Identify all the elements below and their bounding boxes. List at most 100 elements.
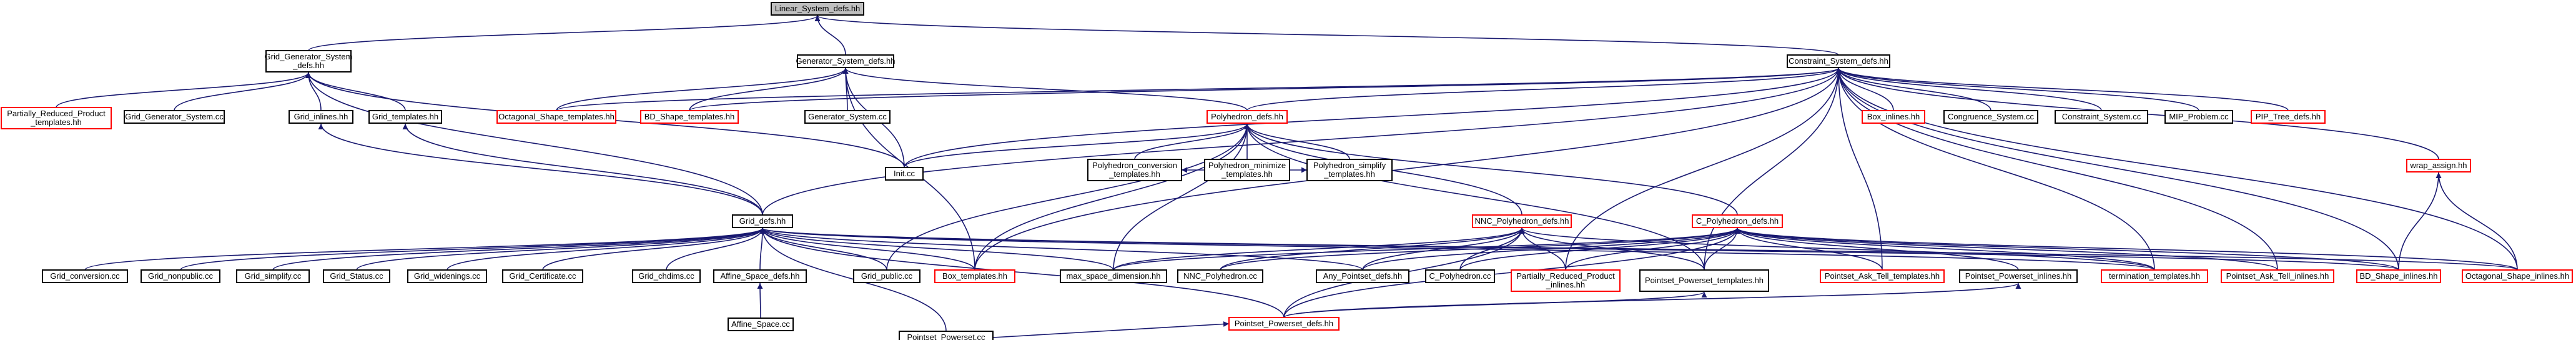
- node-octagonal-shape-templates[interactable]: Octagonal_Shape_templates.hh: [496, 110, 616, 124]
- node-polyhedron-simplify-templates[interactable]: Polyhedron_simplify_templates.hh: [1306, 159, 1393, 181]
- node-label: Grid_Generator_System: [265, 52, 353, 61]
- node-pointset-powerset-templates[interactable]: Pointset_Powerset_templates.hh: [1639, 269, 1769, 292]
- edge-polyhedron-defs-to-constraint-system-defs: [1246, 68, 1842, 111]
- edge-grid-generator-system-defs-to-linear-system-defs: [308, 15, 821, 51]
- node-generator-system-cc[interactable]: Generator_System.cc: [804, 110, 891, 124]
- node-box: [1060, 269, 1167, 283]
- edge-congruence-system-cc-to-constraint-system-defs: [1835, 68, 1991, 111]
- node-max-space-dimension[interactable]: max_space_dimension.hh: [1060, 269, 1167, 283]
- node-partially-reduced-product-inlines[interactable]: Partially_Reduced_Product_inlines.hh: [1511, 269, 1621, 292]
- node-linear-system-defs[interactable]: Linear_System_defs.hh: [771, 2, 864, 16]
- edge-grid-generator-system-cc-to-grid-generator-system-defs: [174, 72, 312, 111]
- node-box: [934, 269, 1015, 283]
- node-grid-defs[interactable]: Grid_defs.hh: [732, 214, 793, 228]
- node-affine-space-cc[interactable]: Affine_Space.cc: [728, 318, 794, 331]
- node-pointset-ask-tell-inlines[interactable]: Pointset_Ask_Tell_inlines.hh: [2221, 269, 2334, 283]
- node-label: Octagonal_Shape_templates.hh: [498, 112, 614, 121]
- node-init-cc[interactable]: Init.cc: [885, 167, 924, 181]
- node-label: Pointset_Powerset_inlines.hh: [1965, 271, 2072, 281]
- edge-mip-problem-cc-to-constraint-system-defs: [1835, 68, 2199, 111]
- edge-grid-public-cc-to-grid-defs: [759, 228, 887, 271]
- node-nnc-polyhedron-defs[interactable]: NNC_Polyhedron_defs.hh: [1472, 214, 1572, 228]
- node-box: [1959, 269, 2078, 283]
- node-box: [804, 110, 891, 124]
- node-pointset-ask-tell-templates[interactable]: Pointset_Ask_Tell_templates.hh: [1820, 269, 1945, 283]
- node-bd-shape-templates[interactable]: BD_Shape_templates.hh: [640, 110, 739, 124]
- node-grid-generator-system-cc[interactable]: Grid_Generator_System.cc: [124, 110, 225, 124]
- node-grid-chdims-cc[interactable]: Grid_chdims.cc: [632, 269, 701, 283]
- edge-partially-reduced-product-inlines-to-constraint-system-defs: [1565, 68, 1842, 271]
- edges-layer: [56, 15, 2518, 338]
- node-box-inlines[interactable]: Box_inlines.hh: [1862, 110, 1925, 124]
- node-wrap-assign[interactable]: wrap_assign.hh: [2406, 159, 2471, 172]
- edge-grid-nonpublic-cc-to-grid-defs: [180, 228, 766, 271]
- node-label: wrap_assign.hh: [2409, 161, 2467, 170]
- node-grid-status-cc[interactable]: Grid_Status.cc: [323, 269, 390, 283]
- node-box: [1, 107, 112, 129]
- node-box: [1177, 269, 1263, 283]
- node-grid-public-cc[interactable]: Grid_public.cc: [853, 269, 920, 283]
- node-box: [797, 54, 894, 68]
- node-label: Box_inlines.hh: [1867, 112, 1920, 121]
- node-octagonal-shape-inlines[interactable]: Octagonal_Shape_inlines.hh: [2462, 269, 2573, 283]
- edge-pointset-powerset-templates-to-polyhedron-defs: [1244, 123, 1705, 271]
- node-termination-templates[interactable]: termination_templates.hh: [2101, 269, 2208, 283]
- node-mip-problem-cc[interactable]: MIP_Problem.cc: [2164, 110, 2233, 124]
- node-grid-inlines[interactable]: Grid_inlines.hh: [289, 110, 353, 124]
- edge-nnc-polyhedron-cc-to-nnc-polyhedron-defs: [1220, 228, 1525, 271]
- node-pointset-powerset-inlines[interactable]: Pointset_Powerset_inlines.hh: [1959, 269, 2078, 283]
- node-box: [236, 269, 310, 283]
- edge-grid-chdims-cc-to-grid-defs: [666, 228, 766, 271]
- node-grid-nonpublic-cc[interactable]: Grid_nonpublic.cc: [141, 269, 220, 283]
- node-partially-reduced-product-templates[interactable]: Partially_Reduced_Product_templates.hh: [1, 107, 112, 129]
- node-box: [141, 269, 220, 283]
- edge-box-templates-to-polyhedron-defs: [974, 123, 1250, 271]
- edge-constraint-system-defs-to-linear-system-defs: [814, 15, 1839, 56]
- edge-bd-shape-inlines-to-wrap-assign: [2398, 172, 2442, 271]
- node-constraint-system-cc[interactable]: Constraint_System.cc: [2055, 110, 2148, 124]
- edge-bd-shape-inlines-to-c-polyhedron-defs: [1734, 228, 2399, 271]
- node-pip-tree-defs[interactable]: PIP_Tree_defs.hh: [2251, 110, 2326, 124]
- node-polyhedron-defs[interactable]: Polyhedron_defs.hh: [1207, 110, 1288, 124]
- edge-grid-simplify-cc-to-grid-defs: [272, 228, 766, 271]
- edge-pointset-powerset-cc-to-pointset-powerset-defs: [992, 321, 1230, 338]
- node-box: [713, 269, 807, 283]
- node-box: [1228, 317, 1340, 331]
- node-grid-widenings-cc[interactable]: Grid_widenings.cc: [407, 269, 487, 283]
- node-label: Generator_System.cc: [808, 112, 887, 121]
- node-generator-system-defs[interactable]: Generator_System_defs.hh: [796, 54, 896, 68]
- node-pointset-powerset-cc[interactable]: Pointset_Powerset.cc: [899, 331, 994, 340]
- node-box: [771, 2, 864, 16]
- edge-partially-reduced-product-templates-to-grid-generator-system-defs: [56, 72, 312, 108]
- node-polyhedron-minimize-templates[interactable]: Polyhedron_minimize_templates.hh: [1204, 159, 1290, 181]
- node-constraint-system-defs[interactable]: Constraint_System_defs.hh: [1787, 54, 1890, 68]
- node-label: Init.cc: [894, 169, 915, 178]
- node-grid-templates[interactable]: Grid_templates.hh: [368, 110, 442, 124]
- edge-pointset-powerset-defs-to-grid-defs: [759, 228, 1285, 318]
- edge-grid-certificate-cc-to-grid-defs: [542, 228, 766, 271]
- node-box: [1204, 159, 1290, 181]
- edge-box-inlines-to-constraint-system-defs: [1835, 68, 1894, 111]
- node-label: max_space_dimension.hh: [1066, 271, 1160, 281]
- node-c-polyhedron-cc[interactable]: C_Polyhedron.cc: [1425, 269, 1495, 283]
- edge-pointset-ask-tell-inlines-to-c-polyhedron-defs: [1734, 228, 2278, 271]
- edge-affine-space-defs-to-grid-defs: [759, 228, 766, 271]
- node-grid-conversion-cc[interactable]: Grid_conversion.cc: [42, 269, 128, 283]
- node-pointset-powerset-defs[interactable]: Pointset_Powerset_defs.hh: [1228, 317, 1340, 331]
- node-nnc-polyhedron-cc[interactable]: NNC_Polyhedron.cc: [1177, 269, 1263, 283]
- node-grid-certificate-cc[interactable]: Grid_Certificate.cc: [502, 269, 583, 283]
- node-grid-generator-system-defs[interactable]: Grid_Generator_System_defs.hh: [265, 50, 353, 72]
- node-label: _templates.hh: [1108, 169, 1160, 179]
- node-grid-simplify-cc[interactable]: Grid_simplify.cc: [236, 269, 310, 283]
- node-label: Grid_templates.hh: [372, 112, 438, 121]
- node-polyhedron-conversion-templates[interactable]: Polyhedron_conversion_templates.hh: [1087, 159, 1182, 181]
- node-c-polyhedron-defs[interactable]: C_Polyhedron_defs.hh: [1692, 214, 1783, 228]
- node-congruence-system-cc[interactable]: Congruence_System.cc: [1943, 110, 2038, 124]
- node-any-pointset-defs[interactable]: Any_Pointset_defs.hh: [1316, 269, 1409, 283]
- node-affine-space-defs[interactable]: Affine_Space_defs.hh: [713, 269, 807, 283]
- edge-polyhedron-defs-to-generator-system-defs: [842, 68, 1248, 111]
- node-bd-shape-inlines[interactable]: BD_Shape_inlines.hh: [2356, 269, 2441, 283]
- node-box-templates[interactable]: Box_templates.hh: [934, 269, 1015, 283]
- node-label: Polyhedron_defs.hh: [1211, 112, 1283, 121]
- node-label: Constraint_System.cc: [2062, 112, 2141, 121]
